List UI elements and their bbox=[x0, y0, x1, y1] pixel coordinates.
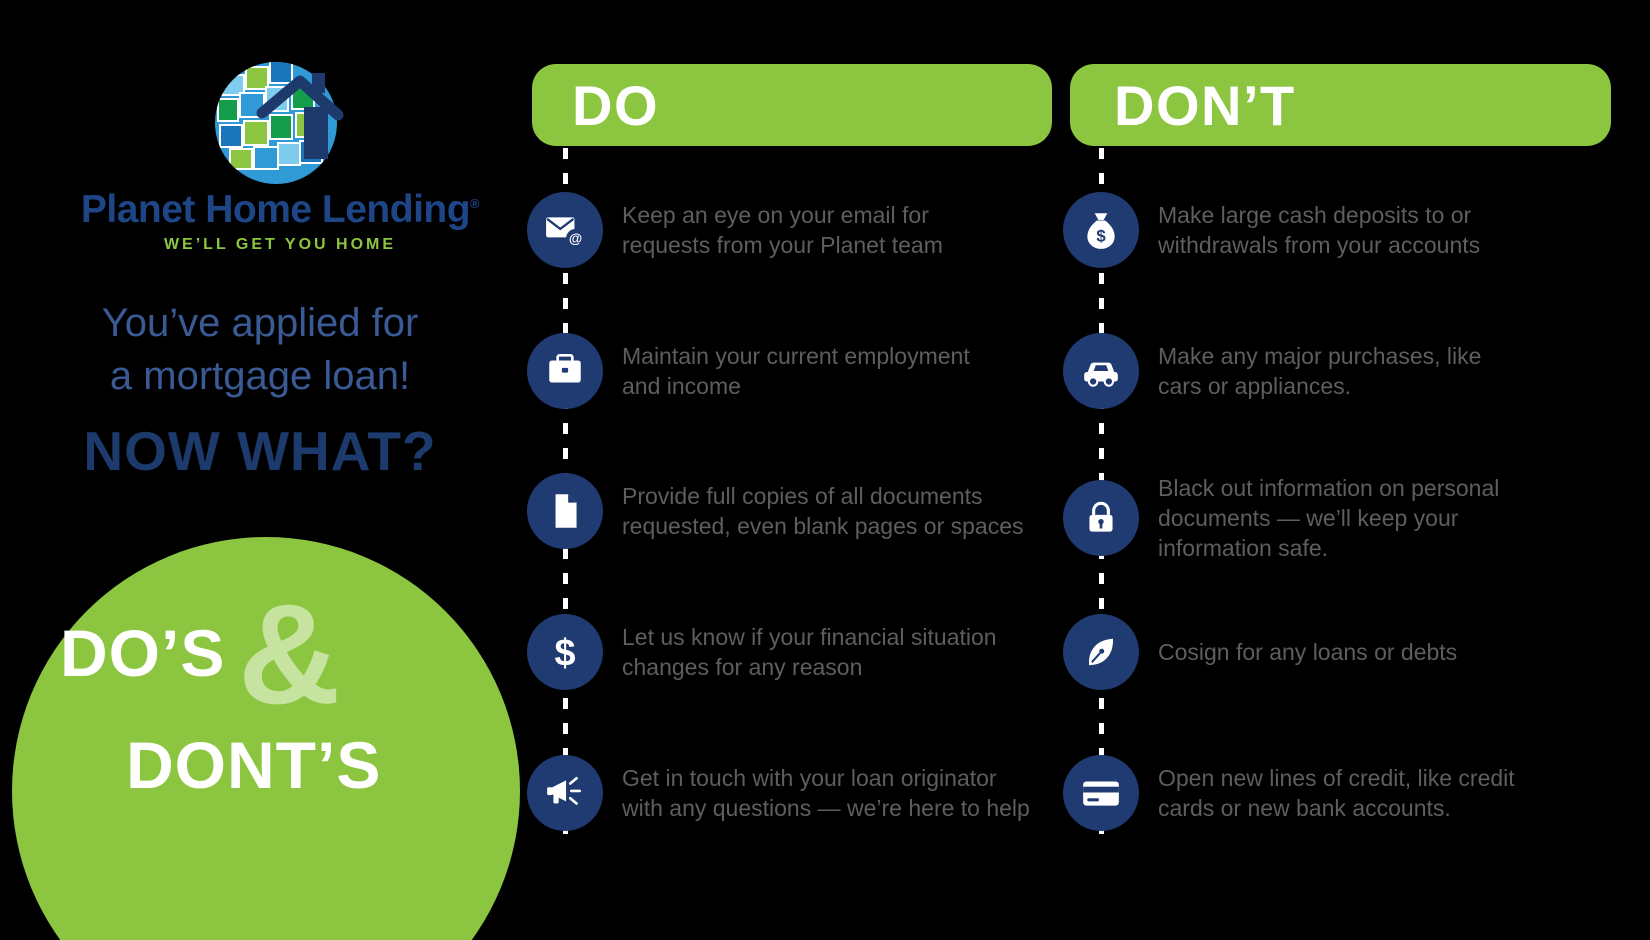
dos-donts-badge: & DO’S DONT’S bbox=[12, 537, 520, 940]
do-item-contact: Get in touch with your loan originator w… bbox=[527, 755, 1042, 831]
dont-item-purchases: Make any major purchases, like cars or a… bbox=[1063, 333, 1488, 409]
intro-block: You’ve applied for a mortgage loan! NOW … bbox=[40, 297, 480, 483]
svg-text:$: $ bbox=[554, 633, 575, 673]
briefcase-icon bbox=[549, 353, 581, 383]
dont-item-text: Black out information on personal docume… bbox=[1158, 475, 1500, 561]
dont-column-header: DON’T bbox=[1070, 64, 1611, 146]
credit-card-icon bbox=[1083, 781, 1119, 806]
dont-item-text: Open new lines of credit, like credit ca… bbox=[1158, 765, 1515, 821]
icon-circle bbox=[527, 333, 603, 409]
icon-circle: $ bbox=[527, 614, 603, 690]
icon-circle: $ bbox=[1063, 192, 1139, 268]
dont-item-text: Make any major purchases, like cars or a… bbox=[1158, 343, 1482, 399]
do-item-text: Maintain your current employment and inc… bbox=[622, 343, 970, 399]
do-item-employment: Maintain your current employment and inc… bbox=[527, 333, 992, 409]
do-item-text: Keep an eye on your email for requests f… bbox=[622, 202, 943, 258]
money-bag-icon: $ bbox=[1087, 213, 1115, 249]
megaphone-icon bbox=[547, 776, 582, 805]
do-item-text: Let us know if your financial situation … bbox=[622, 624, 997, 680]
dont-item-text: Make large cash deposits to or withdrawa… bbox=[1158, 202, 1481, 258]
do-item-text: Get in touch with your loan originator w… bbox=[622, 765, 1030, 821]
now-what-heading: NOW WHAT? bbox=[83, 420, 437, 482]
intro-line-1: You’ve applied for bbox=[101, 301, 419, 345]
dont-item-credit: Open new lines of credit, like credit ca… bbox=[1063, 755, 1553, 831]
icon-circle: @ bbox=[527, 192, 603, 268]
intro-line-2: a mortgage loan! bbox=[109, 354, 411, 398]
icon-circle bbox=[1063, 614, 1139, 690]
document-icon bbox=[555, 494, 577, 528]
svg-text:@: @ bbox=[569, 231, 582, 246]
icon-circle bbox=[1063, 480, 1139, 556]
do-item-financial: $ Let us know if your financial situatio… bbox=[527, 614, 1037, 690]
badge-dos-text: DO’S bbox=[60, 616, 226, 690]
dont-item-cash: $ Make large cash deposits to or withdra… bbox=[1063, 192, 1513, 268]
car-icon bbox=[1084, 362, 1118, 387]
email-icon: @ bbox=[546, 217, 585, 248]
brand-block: Planet Home Lending® WE’LL GET YOU HOME bbox=[55, 188, 505, 254]
registered-mark: ® bbox=[470, 196, 480, 211]
svg-text:$: $ bbox=[1096, 227, 1106, 246]
do-item-documents: Provide full copies of all documents req… bbox=[527, 473, 1052, 549]
house-icon bbox=[256, 73, 344, 159]
lock-icon bbox=[1089, 501, 1113, 532]
badge-donts-text: DONT’S bbox=[126, 728, 382, 802]
brand-tagline: WE’LL GET YOU HOME bbox=[163, 236, 397, 253]
dont-item-cosign: Cosign for any loans or debts bbox=[1063, 614, 1588, 690]
icon-circle bbox=[1063, 333, 1139, 409]
pen-icon bbox=[1088, 638, 1113, 666]
brand-name: Planet Home Lending® bbox=[80, 188, 480, 231]
dont-item-blackout: Black out information on personal docume… bbox=[1063, 473, 1528, 563]
icon-circle bbox=[1063, 755, 1139, 831]
badge-ampersand: & bbox=[238, 575, 341, 734]
icon-circle bbox=[527, 755, 603, 831]
do-item-email: @ Keep an eye on your email for requests… bbox=[527, 192, 967, 268]
do-item-text: Provide full copies of all documents req… bbox=[622, 483, 1024, 539]
dollar-icon: $ bbox=[554, 633, 575, 673]
icon-circle bbox=[527, 473, 603, 549]
planet-globe-logo-icon bbox=[215, 62, 344, 184]
dont-item-text: Cosign for any loans or debts bbox=[1158, 639, 1458, 665]
do-column-header: DO bbox=[532, 64, 1052, 146]
